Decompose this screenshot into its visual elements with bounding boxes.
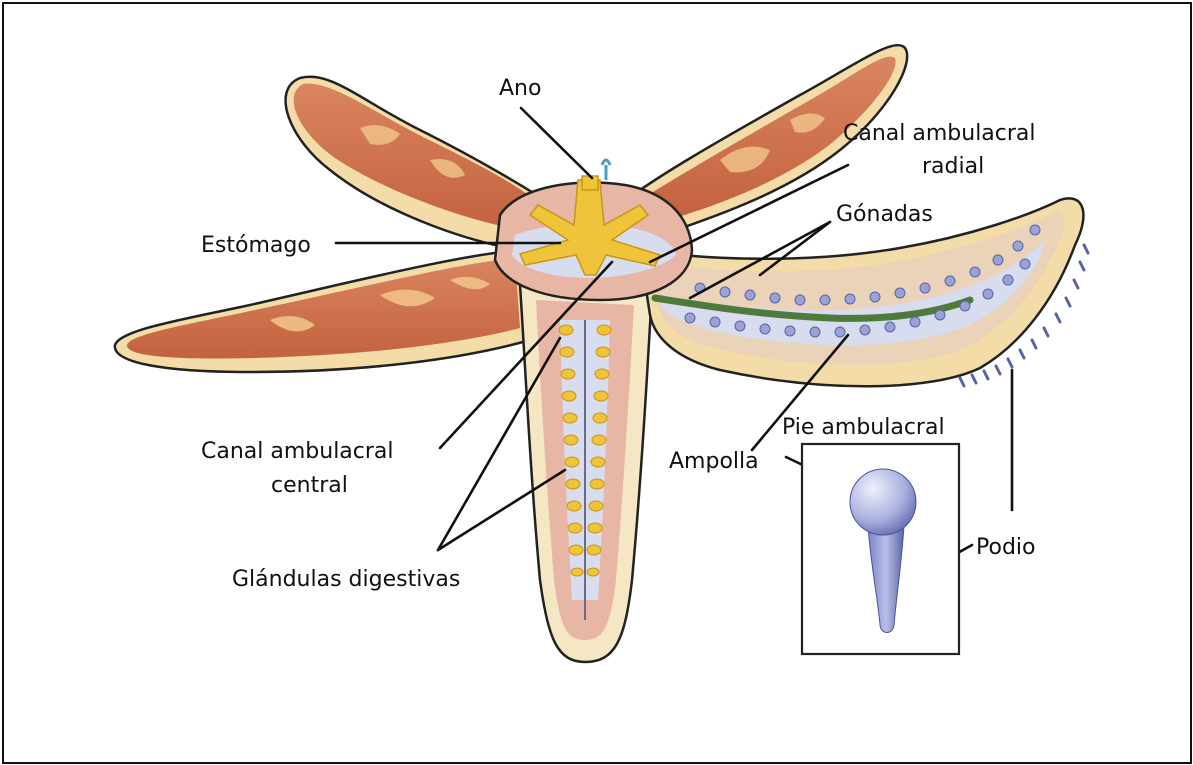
label-ampolla: Ampolla xyxy=(669,449,759,474)
left-arm xyxy=(115,250,530,372)
label-gonadas: Gónadas xyxy=(836,202,933,227)
label-canal-radial-line2: radial xyxy=(922,154,984,179)
ampulla-shape xyxy=(850,469,916,535)
label-ano: Ano xyxy=(499,76,541,101)
label-podio: Podio xyxy=(976,535,1035,560)
label-pie-ambulacral: Pie ambulacral xyxy=(782,415,945,440)
label-glandulas: Glándulas digestivas xyxy=(232,567,460,592)
label-estomago: Estómago xyxy=(201,233,311,258)
label-canal-central-line2: central xyxy=(271,473,348,498)
label-canal-radial-line1: Canal ambulacral xyxy=(843,121,1036,146)
label-canal-central-line1: Canal ambulacral xyxy=(201,439,394,464)
leader-ano xyxy=(521,108,592,178)
tube-foot-inset xyxy=(802,444,959,654)
